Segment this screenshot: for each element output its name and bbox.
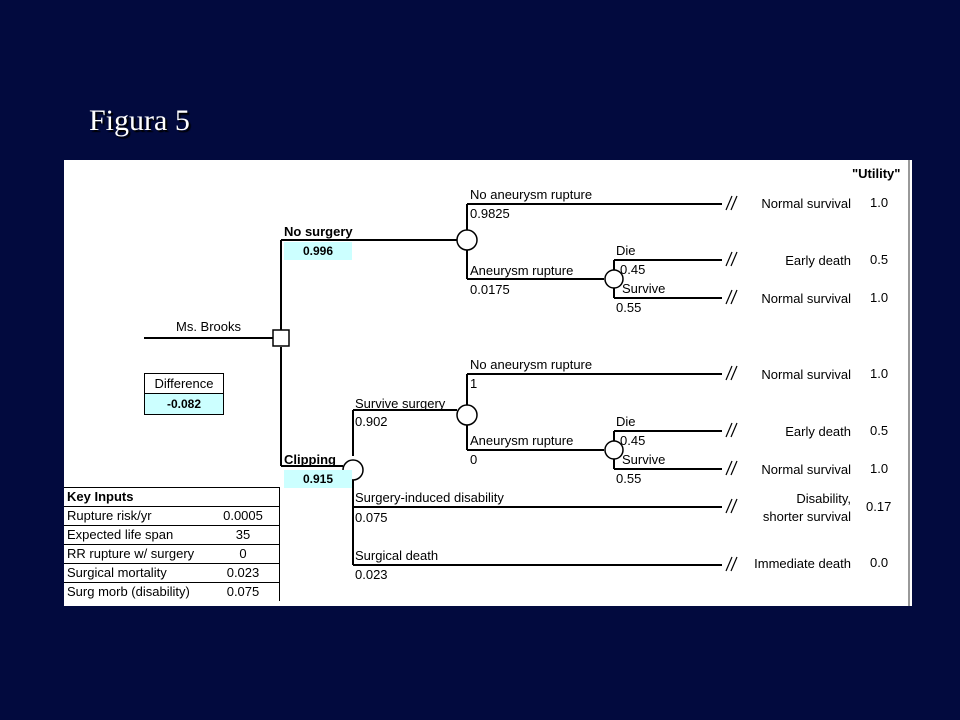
cl-no-rupture-label: No aneurysm rupture [470, 357, 593, 372]
disability-label: Surgery-induced disability [355, 490, 504, 505]
ns-rupture-label: Aneurysm rupture [470, 263, 574, 278]
chance-node [456, 229, 478, 251]
survive-surgery-prob: 0.902 [355, 414, 388, 429]
outcome-6: Normal survival [761, 462, 851, 477]
outcome-7b: shorter survival [762, 509, 851, 524]
cl-rupture-label: Aneurysm rupture [470, 433, 574, 448]
ns-die-prob: 0.45 [620, 262, 646, 277]
cl-die-prob: 0.45 [620, 433, 646, 448]
no-surgery-label: No surgery [284, 224, 353, 239]
cl-no-rupture-prob: 1 [470, 376, 478, 391]
chance-node [604, 440, 624, 460]
difference-value: -0.082 [145, 394, 223, 414]
outcome-2: Early death [785, 253, 851, 268]
outcome-4: Normal survival [761, 367, 851, 382]
ns-no-rupture-label: No aneurysm rupture [470, 187, 593, 202]
utility-4: 1.0 [870, 366, 889, 381]
surgical-death-label: Surgical death [355, 548, 439, 563]
ns-survive-prob: 0.55 [616, 300, 642, 315]
table-row: Surg morb (disability)0.075 [64, 582, 280, 602]
outcome-3: Normal survival [761, 291, 851, 306]
chance-node [456, 404, 478, 426]
chance-node [604, 269, 624, 289]
difference-box: Difference -0.082 [144, 373, 224, 415]
terminal-marker [725, 251, 738, 267]
survive-surgery-label: Survive surgery [355, 396, 446, 411]
disability-prob: 0.075 [355, 510, 388, 525]
utility-5: 0.5 [870, 423, 889, 438]
decision-tree-lines [144, 160, 910, 606]
terminal-marker [725, 195, 738, 211]
terminal-marker [725, 498, 738, 514]
surgical-death-prob: 0.023 [355, 567, 388, 582]
clipping-value: 0.915 [284, 470, 352, 488]
decision-node [272, 329, 290, 347]
utility-header: "Utility" [852, 166, 901, 181]
terminal-marker [725, 422, 738, 438]
cl-rupture-prob: 0 [470, 452, 478, 467]
outcome-8: Immediate death [754, 556, 851, 571]
cl-survive-prob: 0.55 [616, 471, 642, 486]
no-surgery-value: 0.996 [284, 242, 352, 260]
cl-survive-label: Survive [622, 452, 666, 467]
ns-no-rupture-prob: 0.9825 [470, 206, 510, 221]
decision-tree-panel: "Utility" Ms. Brooks No surgery 0.996 No… [64, 160, 912, 606]
root-label: Ms. Brooks [176, 319, 242, 334]
utility-7: 0.17 [866, 499, 892, 514]
cl-die-label: Die [616, 414, 636, 429]
clipping-label: Clipping [284, 452, 336, 467]
terminal-marker [725, 289, 738, 305]
ns-survive-label: Survive [622, 281, 666, 296]
terminal-marker [725, 556, 738, 572]
difference-label: Difference [145, 374, 223, 394]
utility-2: 0.5 [870, 252, 889, 267]
terminal-marker [725, 460, 738, 476]
utility-1: 1.0 [870, 195, 889, 210]
outcome-1: Normal survival [761, 196, 851, 211]
key-inputs-header: Key Inputs [64, 487, 280, 507]
utility-6: 1.0 [870, 461, 889, 476]
page-title: Figura 5 [89, 104, 190, 137]
ns-die-label: Die [616, 243, 636, 258]
utility-3: 1.0 [870, 290, 889, 305]
terminal-marker [725, 365, 738, 381]
ns-rupture-prob: 0.0175 [470, 282, 510, 297]
outcome-5: Early death [785, 424, 851, 439]
outcome-7a: Disability, [796, 491, 851, 506]
utility-8: 0.0 [870, 555, 889, 570]
